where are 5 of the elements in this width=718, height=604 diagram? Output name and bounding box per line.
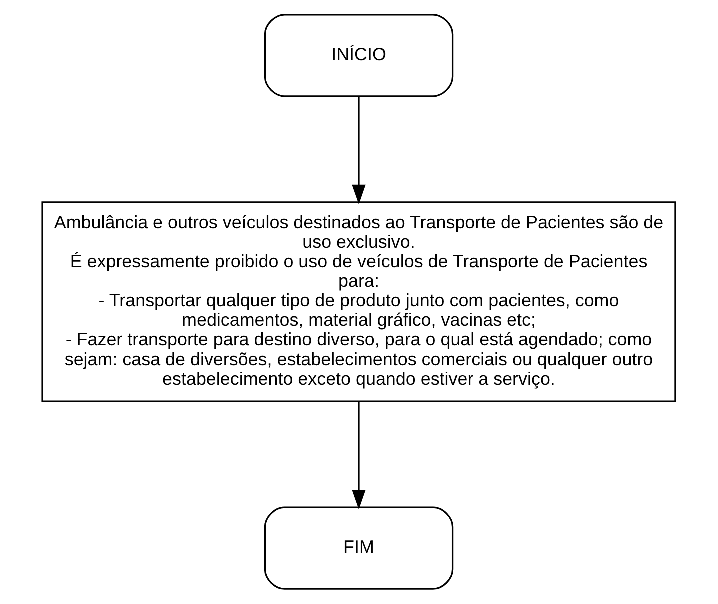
arrow (352, 402, 366, 510)
node-box: Ambulância e outros veículos destinados ao Transporte de Pacientes são de uso exclusivo. É expressamente proibido o uso de veículos de Transporte de Pacientes para: - Transportar qualquer tipo de produto junto com pacientes, como medicamentos, material gráfico, vacinas etc; - Fazer transporte para destino diverso, para o qual está agendado; como sejam: casa de diversões, estabelecimentos comerciais ou qualquer outro estabelecimento exceto quando estiver a serviço. (42, 202, 676, 402)
node-box: FIM (264, 506, 454, 590)
arrow (352, 96, 366, 204)
node-box: INÍCIO (264, 14, 454, 98)
